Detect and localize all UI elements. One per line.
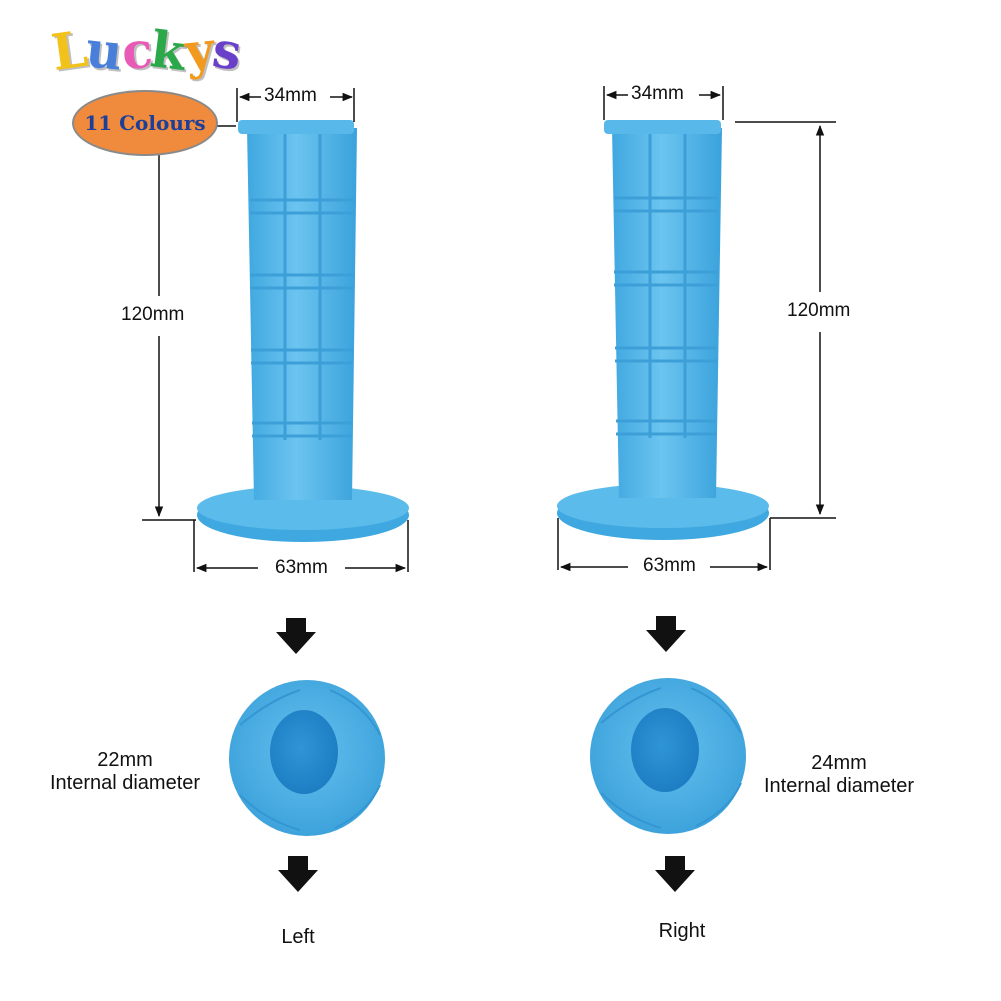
right-side-label: Right [658,920,706,942]
logo-letter: u [83,19,125,82]
left-grip-image [197,120,409,542]
logo-letter: k [147,19,189,82]
right-diameter-label: 24mm Internal diameter [754,752,924,798]
left-length-label: 120mm [118,304,188,326]
left-flange-width-label: 63mm [272,557,331,579]
down-arrow-icon [646,616,686,652]
logo-letter: s [208,19,244,82]
down-arrow-icon [278,856,318,892]
right-grip-end-view [590,678,746,834]
left-diameter-label: 22mm Internal diameter [40,749,210,795]
left-grip-end-view [229,680,385,836]
right-length-label: 120mm [784,300,854,322]
colours-badge: 11 Colours [72,90,218,156]
left-top-width-label: 34mm [261,85,320,107]
down-arrow-icon [276,618,316,654]
left-diameter-value: 22mm [97,749,153,771]
left-side-label: Left [281,926,315,948]
right-grip-image [557,120,769,540]
right-diameter-value: 24mm [811,752,867,774]
right-flange-width-label: 63mm [640,555,699,577]
right-diameter-caption: Internal diameter [763,775,915,797]
badge-text: 11 Colours [84,111,206,135]
brand-logo: Luckys [48,19,244,82]
right-dimension-lines [557,86,836,572]
down-arrow-icon [655,856,695,892]
right-top-width-label: 34mm [628,83,687,105]
left-diameter-caption: Internal diameter [49,772,201,794]
